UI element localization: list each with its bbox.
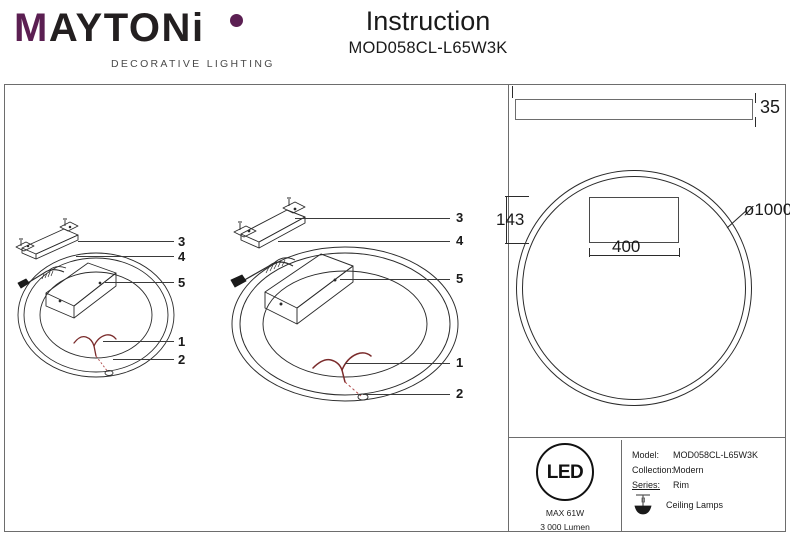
spec-value-model: MOD058CL-L65W3K bbox=[673, 450, 759, 460]
driver-housing-outline bbox=[589, 197, 679, 243]
logo-tagline: DECORATIVE LIGHTING bbox=[111, 58, 275, 70]
dim-143-extension-bottom bbox=[505, 243, 529, 244]
fixture-outer-ring bbox=[516, 170, 752, 406]
side-view-profile bbox=[515, 99, 753, 120]
callout-mid-3: 3 bbox=[456, 210, 464, 225]
callout-mid-leader-3 bbox=[295, 218, 450, 219]
callout-left-leader-4 bbox=[76, 256, 174, 257]
info-panel-divider bbox=[621, 440, 622, 532]
spec-value-collection: Modern bbox=[673, 465, 704, 475]
exploded-diagram-middle bbox=[225, 196, 470, 411]
spec-row-category: Ceiling Lamps bbox=[632, 494, 784, 516]
spec-list: Model: MOD058CL-L65W3K Collection: Moder… bbox=[632, 448, 784, 516]
callout-mid-5: 5 bbox=[456, 271, 464, 286]
callout-left-3: 3 bbox=[178, 234, 186, 249]
dimension-diameter-label: ø1000 bbox=[744, 200, 790, 219]
exploded-diagram-left bbox=[8, 215, 198, 400]
callout-left-leader-3 bbox=[78, 241, 174, 242]
spec-key-series: Series: bbox=[632, 480, 661, 490]
spec-row-series: Series: Rim bbox=[632, 478, 784, 493]
led-max-power: MAX 61W bbox=[545, 508, 585, 518]
callout-mid-leader-4 bbox=[278, 241, 450, 242]
logo-letter-i: i bbox=[191, 6, 205, 50]
dim-143-extension-top bbox=[505, 196, 529, 197]
callout-left-leader-1 bbox=[103, 341, 174, 342]
logo-letter-m-accent: M bbox=[14, 6, 49, 50]
callout-left-leader-5 bbox=[105, 282, 174, 283]
callout-mid-leader-1 bbox=[345, 363, 450, 364]
fixture-inner-ring bbox=[522, 176, 746, 400]
spec-value-category: Ceiling Lamps bbox=[666, 500, 724, 510]
callout-mid-1: 1 bbox=[456, 355, 464, 370]
dimension-thickness-label: 35 bbox=[760, 97, 781, 117]
callout-left-2: 2 bbox=[178, 352, 186, 367]
dim-35-extension-bottom bbox=[755, 117, 756, 127]
document-title: Instruction bbox=[365, 6, 491, 36]
dim-400-line bbox=[589, 255, 679, 256]
dim-400-extension-right bbox=[679, 248, 680, 257]
sideview-extension-tick bbox=[512, 86, 513, 98]
document-header: MAYTONi DECORATIVE LIGHTING Instruction … bbox=[0, 0, 790, 80]
product-info-panel bbox=[508, 437, 786, 532]
dimension-driver-width-label: 400 bbox=[612, 237, 641, 256]
spec-row-model: Model: MOD058CL-L65W3K bbox=[632, 448, 784, 463]
led-badge-icon: LED bbox=[536, 443, 594, 501]
callout-left-5: 5 bbox=[178, 275, 186, 290]
led-badge-text: LED bbox=[546, 461, 584, 483]
drawing-frame bbox=[4, 84, 786, 532]
led-badge-block: LED MAX 61W 3 000 Lumen bbox=[515, 443, 615, 533]
diameter-leader-line bbox=[726, 209, 748, 229]
logo-wordmark: MAYTONi bbox=[14, 6, 205, 50]
title-block: Instruction MOD058CL-L65W3K bbox=[308, 6, 548, 59]
callout-mid-4: 4 bbox=[456, 233, 464, 248]
dimension-driver-height-label: 143 bbox=[496, 210, 525, 229]
callout-mid-leader-2 bbox=[363, 394, 450, 395]
callout-left-1: 1 bbox=[178, 334, 186, 349]
callout-left-leader-2 bbox=[113, 359, 174, 360]
spec-key-collection: Collection: bbox=[632, 465, 675, 475]
logo-dot-icon bbox=[230, 14, 243, 27]
ceiling-lamp-icon bbox=[634, 494, 652, 515]
callout-mid-2: 2 bbox=[456, 386, 464, 401]
spec-value-series: Rim bbox=[673, 480, 689, 490]
dim-400-extension-left bbox=[589, 248, 590, 257]
callout-left-4: 4 bbox=[178, 249, 186, 264]
document-model-code: MOD058CL-L65W3K bbox=[348, 39, 508, 57]
maytoni-logo: MAYTONi DECORATIVE LIGHTING bbox=[14, 6, 272, 72]
exploded-diagram-left-svg bbox=[15, 218, 175, 378]
callout-mid-leader-5 bbox=[340, 279, 450, 280]
dim-35-extension-top bbox=[755, 93, 756, 103]
dim-143-line bbox=[506, 196, 507, 244]
frame-vertical-divider bbox=[508, 84, 509, 532]
spec-key-model: Model: bbox=[632, 450, 660, 460]
exploded-diagram-middle-svg bbox=[230, 197, 459, 402]
led-lumen: 3 000 Lumen bbox=[540, 522, 590, 532]
logo-letters-ayton: AYTON bbox=[48, 6, 192, 50]
spec-row-collection: Collection: Modern bbox=[632, 463, 784, 478]
